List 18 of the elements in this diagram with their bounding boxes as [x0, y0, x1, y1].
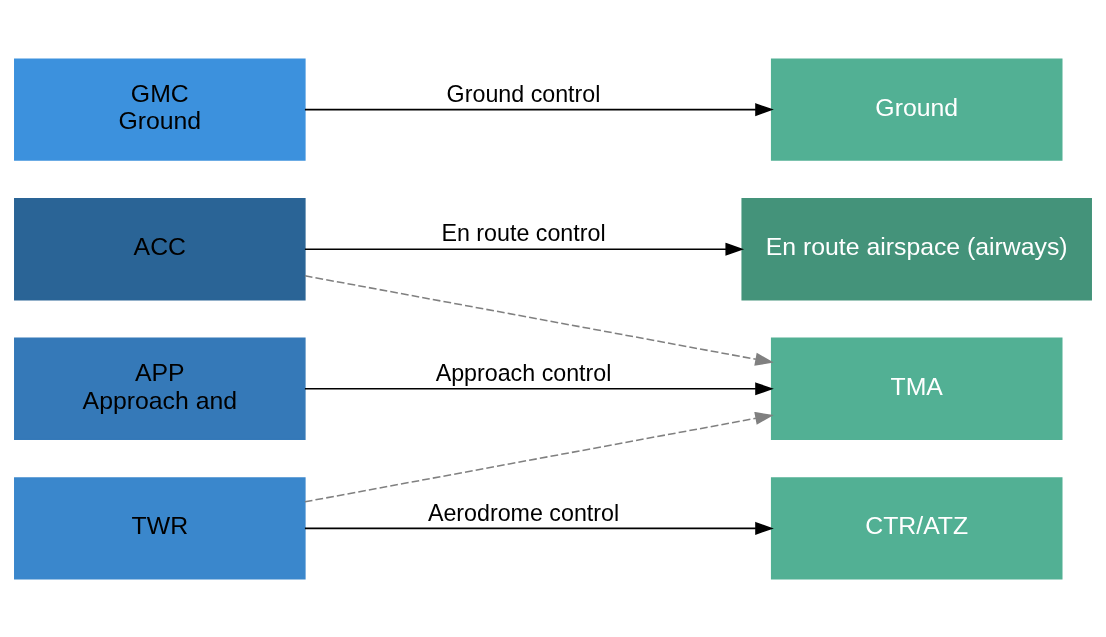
node-box: CTR/ATZ — [770, 476, 1063, 580]
node-box: TWR — [14, 476, 306, 580]
node-box: GMC Ground — [14, 57, 306, 161]
node-box: APP Approach and — [14, 337, 306, 440]
node-box: TMA — [770, 337, 1063, 440]
arrow — [304, 274, 774, 366]
arrow — [304, 411, 774, 503]
edge-label: Approach control — [435, 359, 612, 386]
node-box: Ground — [770, 57, 1063, 161]
edge-label: Aerodrome control — [427, 499, 620, 526]
arrow — [304, 102, 774, 116]
edge-label: Ground control — [446, 80, 601, 107]
node-box: ACC — [14, 197, 306, 300]
node-box: En route airspace (airways) — [741, 197, 1092, 300]
arrow — [304, 242, 745, 256]
arrow — [304, 521, 774, 535]
arrow — [304, 381, 774, 395]
edge-label: En route control — [441, 219, 606, 246]
